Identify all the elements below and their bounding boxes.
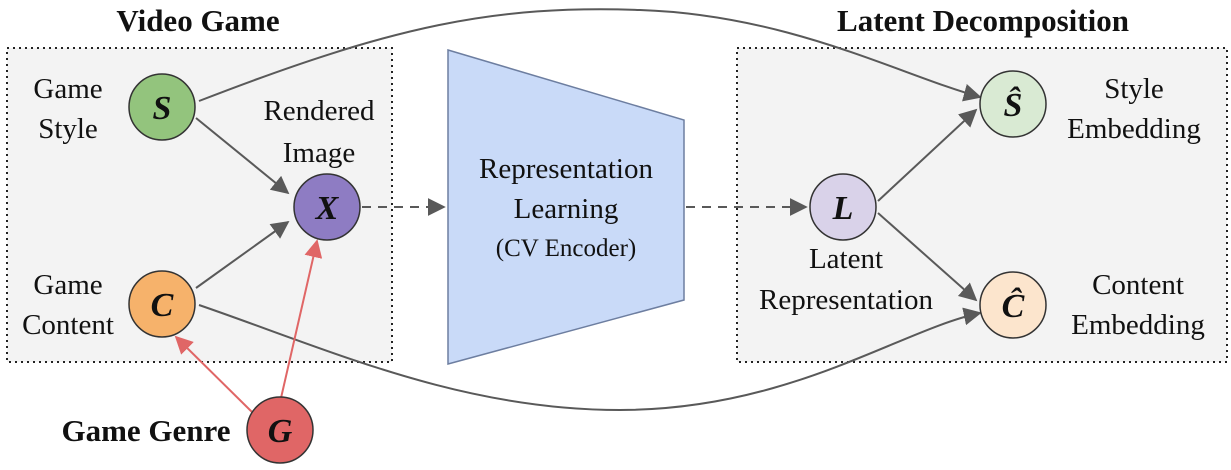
rendered-image-label-2: Image — [283, 137, 355, 169]
edge-l-to-shat — [877, 108, 978, 202]
encoder-label-line2: Learning — [514, 193, 619, 225]
style-embedding-label-1: Style — [1104, 73, 1164, 105]
edge-c-to-x — [195, 220, 290, 289]
svg-text:G: G — [268, 413, 293, 450]
game-style-label-1: Game — [33, 73, 102, 105]
latent-decomposition-title: Latent Decomposition — [837, 3, 1129, 38]
game-content-label-1: Game — [33, 269, 102, 301]
game-genre-label: Game Genre — [61, 413, 230, 448]
svg-text:C: C — [151, 287, 174, 324]
edge-c-to-chat — [198, 304, 982, 412]
edge-l-to-chat — [877, 212, 978, 302]
svg-text:S: S — [153, 90, 172, 127]
node-l: L — [809, 173, 877, 241]
encoder-label-line1: Representation — [479, 153, 653, 185]
style-embedding-label-2: Embedding — [1067, 113, 1201, 145]
svg-text:X: X — [315, 190, 340, 227]
node-x: X — [293, 173, 361, 241]
content-embedding-label-1: Content — [1092, 269, 1184, 301]
edge-s-to-shat — [198, 8, 982, 102]
svg-text:Ĉ: Ĉ — [1002, 287, 1025, 325]
node-c: C — [128, 270, 196, 338]
game-style-label-2: Style — [38, 113, 98, 145]
node-s-hat: Ŝ — [979, 70, 1047, 138]
latent-label-2: Representation — [759, 284, 933, 316]
edge-g-to-c — [174, 335, 253, 413]
node-c-hat: Ĉ — [979, 271, 1047, 339]
video-game-title: Video Game — [116, 3, 279, 38]
cv-encoder-shape — [447, 48, 685, 365]
svg-text:L: L — [832, 190, 854, 227]
content-embedding-label-2: Embedding — [1071, 309, 1205, 341]
edge-s-to-x — [195, 117, 290, 195]
svg-text:Ŝ: Ŝ — [1004, 86, 1023, 124]
node-s: S — [128, 73, 196, 141]
edge-g-to-x — [280, 239, 323, 399]
latent-label-1: Latent — [809, 243, 883, 275]
rendered-image-label-1: Rendered — [263, 95, 375, 127]
game-content-label-2: Content — [22, 309, 114, 341]
encoder-label-line3: (CV Encoder) — [496, 235, 636, 262]
node-g: G — [246, 396, 314, 464]
